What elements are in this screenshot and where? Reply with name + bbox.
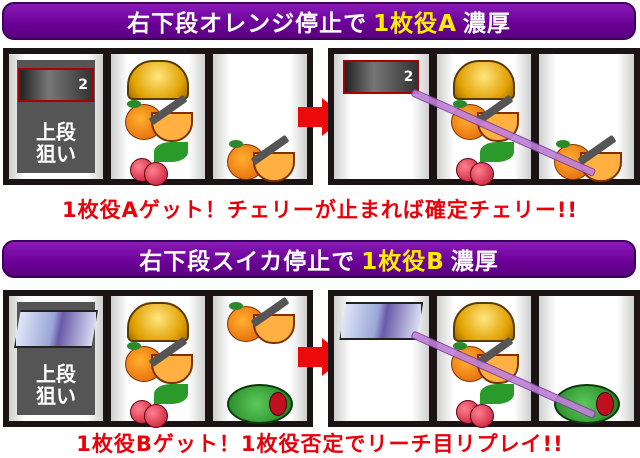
aim-box: 上段 狙い bbox=[14, 302, 98, 415]
aim-label-line1: 上段 bbox=[36, 362, 76, 386]
orange-icon bbox=[553, 134, 622, 182]
banner-a-suffix: 濃厚 bbox=[462, 11, 511, 37]
reel-center bbox=[436, 296, 532, 428]
banner-b: 右下段スイカ停止で 1枚役B 濃厚 bbox=[2, 240, 636, 278]
aim-label-line1: 上段 bbox=[36, 120, 76, 144]
reel-left bbox=[334, 296, 429, 421]
reel-center bbox=[436, 54, 532, 186]
aim-label-line2: 狙い bbox=[36, 384, 76, 408]
orange-icon bbox=[227, 296, 295, 344]
reel-left: 上段 狙い bbox=[9, 296, 103, 421]
black-logo-7-icon: 2 bbox=[18, 68, 94, 102]
watermelon-icon bbox=[227, 384, 293, 424]
banner-b-highlight: 1枚役B bbox=[361, 249, 445, 275]
reels-a-after: 2 bbox=[328, 48, 640, 186]
bell-icon bbox=[453, 60, 515, 100]
black-logo-7-icon: 2 bbox=[343, 60, 420, 94]
bell-icon bbox=[127, 60, 189, 100]
banner-a-highlight: 1枚役A bbox=[373, 11, 457, 37]
girl-logo-7-icon bbox=[14, 310, 98, 348]
cherry-icon bbox=[126, 142, 190, 186]
reel-right bbox=[539, 296, 635, 424]
reel-left: 2 上段 狙い bbox=[9, 54, 103, 179]
aim-box: 2 上段 狙い bbox=[17, 60, 95, 173]
cherry-icon bbox=[126, 384, 190, 428]
reel-right bbox=[213, 296, 307, 424]
bell-icon bbox=[127, 302, 189, 342]
girl-logo-7-icon bbox=[339, 302, 424, 340]
reels-a-before: 2 上段 狙い bbox=[3, 48, 313, 186]
reel-center bbox=[111, 54, 205, 186]
aim-label-line2: 狙い bbox=[36, 142, 76, 166]
cherry-icon bbox=[452, 384, 516, 428]
reels-b-before: 上段 狙い bbox=[3, 290, 313, 428]
bell-icon bbox=[453, 302, 515, 342]
banner-b-suffix: 濃厚 bbox=[450, 249, 499, 275]
cherry-icon bbox=[452, 142, 516, 186]
banner-b-prefix: 右下段スイカ停止で bbox=[139, 249, 356, 275]
orange-icon bbox=[125, 94, 193, 142]
banner-a: 右下段オレンジ停止で 1枚役A 濃厚 bbox=[2, 2, 636, 40]
reel-left: 2 bbox=[334, 54, 429, 179]
reel-right bbox=[539, 54, 635, 182]
orange-icon bbox=[125, 336, 193, 384]
reel-center bbox=[111, 296, 205, 428]
reel-right bbox=[213, 54, 307, 182]
orange-icon bbox=[227, 134, 295, 182]
reels-b-after bbox=[328, 290, 640, 428]
caption-b: 1枚役Bゲット！1枚役否定でリーチ目リプレイ!! bbox=[76, 432, 564, 456]
banner-a-prefix: 右下段オレンジ停止で bbox=[127, 11, 368, 37]
caption-a: 1枚役Aゲット！チェリーが止まれば確定チェリー!! bbox=[61, 198, 579, 222]
